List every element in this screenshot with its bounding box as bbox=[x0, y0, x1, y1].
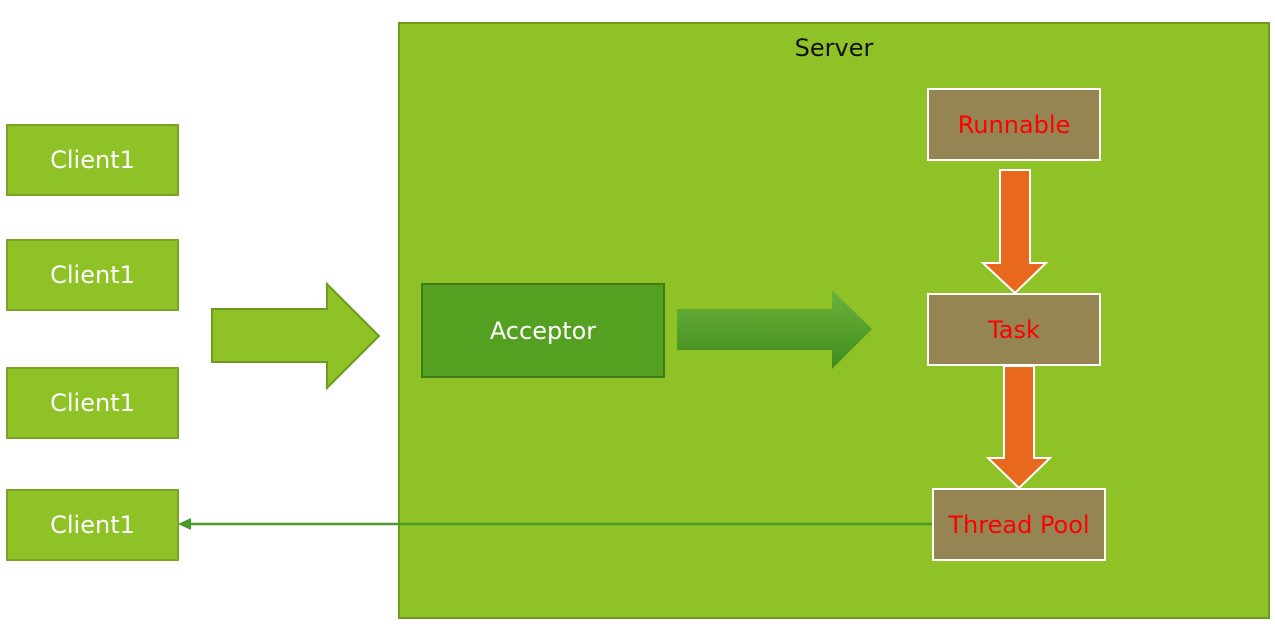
client-label: Client1 bbox=[50, 261, 135, 289]
task-to-threadpool-arrow bbox=[985, 365, 1053, 490]
runnable-label: Runnable bbox=[957, 110, 1071, 139]
acceptor-label: Acceptor bbox=[489, 316, 597, 345]
runnable-to-task-arrow bbox=[980, 169, 1049, 295]
client-label: Client1 bbox=[50, 146, 135, 174]
client-box-4: Client1 bbox=[6, 489, 179, 561]
task-label: Task bbox=[988, 315, 1040, 344]
threadpool-to-client-arrowhead bbox=[178, 518, 191, 530]
client-label: Client1 bbox=[50, 511, 135, 539]
task-box: Task bbox=[927, 293, 1101, 366]
clients-to-server-arrow bbox=[211, 281, 381, 391]
client-box-1: Client1 bbox=[6, 124, 179, 196]
thread-pool-label: Thread Pool bbox=[948, 510, 1090, 539]
client-box-3: Client1 bbox=[6, 367, 179, 439]
client-box-2: Client1 bbox=[6, 239, 179, 311]
acceptor-to-task-arrow bbox=[677, 290, 872, 369]
acceptor-box: Acceptor bbox=[421, 283, 665, 378]
client-label: Client1 bbox=[50, 389, 135, 417]
server-label: Server bbox=[794, 34, 874, 62]
thread-pool-box: Thread Pool bbox=[932, 488, 1106, 561]
runnable-box: Runnable bbox=[927, 88, 1101, 161]
